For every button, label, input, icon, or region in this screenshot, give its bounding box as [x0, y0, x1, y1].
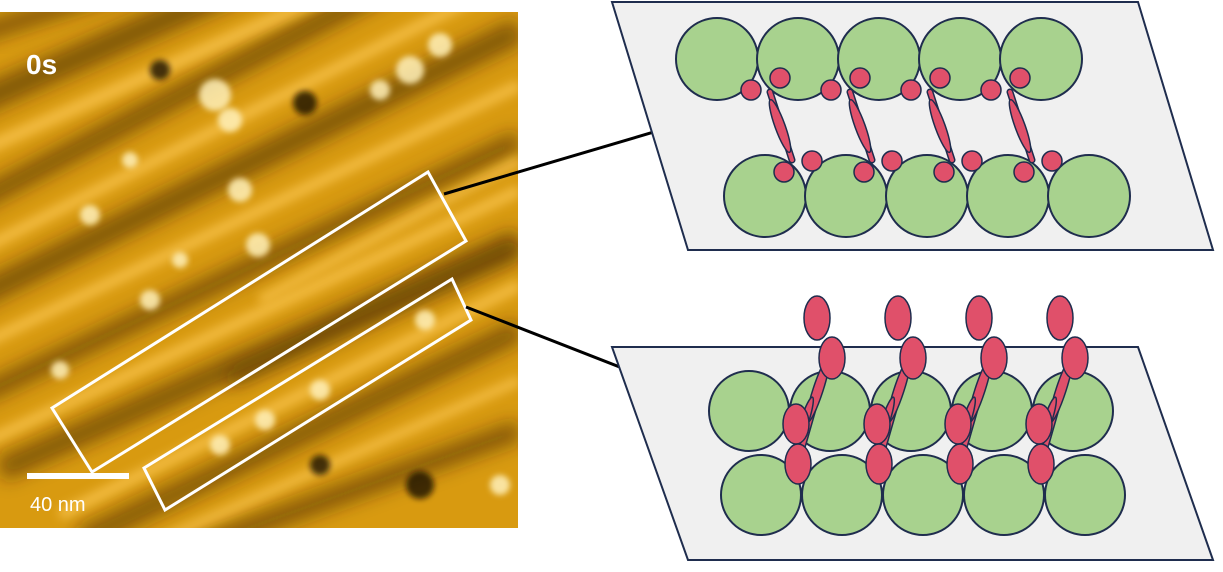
afm-box-lower: [142, 276, 473, 513]
afm-bright-spot: [396, 56, 424, 84]
molecule-head: [1013, 161, 1035, 183]
molecule-head: [773, 161, 795, 183]
afm-bright-spot: [370, 80, 390, 100]
afm-bright-spot: [255, 410, 275, 430]
molecule-head: [865, 443, 893, 485]
molecule-head: [933, 161, 955, 183]
molecule-head: [803, 295, 831, 341]
afm-dark-streak: [0, 130, 518, 397]
afm-dark-streak: [0, 12, 364, 202]
molecule-standing: [782, 295, 846, 485]
molecule-body: [1008, 98, 1032, 154]
molecules-lying: [740, 67, 1063, 183]
molecule-head: [818, 336, 846, 380]
afm-bright-spot: [210, 435, 230, 455]
molecule-lying: [820, 67, 903, 183]
afm-bright-spot: [172, 252, 188, 268]
molecule-head: [863, 403, 891, 445]
connector-line-top: [443, 119, 692, 196]
substrate-sphere: [1044, 454, 1126, 536]
molecule-head: [1009, 67, 1031, 89]
molecule-standing: [944, 295, 1008, 485]
molecule-lying: [980, 67, 1063, 183]
afm-dark-pit: [310, 455, 330, 475]
afm-bright-spot: [490, 475, 510, 495]
molecule-head: [1046, 295, 1074, 341]
afm-bright-spot: [140, 290, 160, 310]
afm-bright-spot: [122, 152, 138, 168]
afm-box-upper: [49, 169, 469, 475]
molecule-head: [946, 443, 974, 485]
molecule-head: [853, 161, 875, 183]
molecule-head: [929, 67, 951, 89]
molecule-head: [801, 150, 823, 172]
schematic-lying-panel: [610, 0, 1215, 251]
molecule-head: [899, 336, 927, 380]
substrate-sphere: [999, 17, 1083, 101]
molecules-standing: [782, 295, 1089, 485]
molecule-head: [884, 295, 912, 341]
substrate-sphere: [708, 370, 790, 452]
afm-bright-spot: [246, 233, 270, 257]
molecule-lying: [900, 67, 983, 183]
afm-bright-ridge: [0, 12, 460, 247]
molecule-head: [944, 403, 972, 445]
afm-bright-spot: [310, 380, 330, 400]
molecule-head: [900, 79, 922, 101]
time-label: 0s: [26, 49, 57, 80]
afm-dark-pit: [293, 91, 317, 115]
molecule-head: [881, 150, 903, 172]
afm-bright-spot: [218, 108, 242, 132]
afm-bright-spot: [80, 205, 100, 225]
molecule-head: [961, 150, 983, 172]
molecule-head: [1061, 336, 1089, 380]
scale-bar: [27, 473, 129, 479]
molecule-standing: [1025, 295, 1089, 485]
schematic-standing-panel: [610, 295, 1215, 561]
afm-dark-streak: [0, 229, 518, 481]
afm-bright-ridge: [57, 279, 518, 521]
molecule-head: [1041, 150, 1063, 172]
molecule-head: [1027, 443, 1055, 485]
molecule-standing: [863, 295, 927, 485]
molecule-body: [848, 98, 872, 154]
afm-dark-streak: [219, 420, 518, 528]
molecule-body: [768, 98, 792, 154]
afm-bright-spot: [199, 79, 231, 111]
molecule-head: [980, 336, 1008, 380]
afm-bright-ridge: [175, 375, 518, 528]
afm-dark-pit: [406, 471, 434, 499]
molecule-head: [980, 79, 1002, 101]
molecule-head: [782, 403, 810, 445]
molecule-head: [965, 295, 993, 341]
afm-dark-pit: [150, 60, 170, 80]
afm-bright-spot: [428, 33, 452, 57]
afm-bright-spot: [228, 178, 252, 202]
afm-dark-streak: [0, 12, 217, 108]
afm-dark-streak: [0, 18, 518, 300]
molecule-head: [849, 67, 871, 89]
afm-bright-spot: [415, 310, 435, 330]
molecule-head: [820, 79, 842, 101]
scale-bar-label: 40 nm: [30, 494, 86, 516]
afm-bright-spot: [51, 361, 69, 379]
afm-highlight-boxes: [49, 169, 473, 513]
afm-bright-ridge: [0, 184, 518, 442]
afm-image: 0s 40 nm: [0, 12, 518, 528]
molecule-body: [928, 98, 952, 154]
afm-dark-streak: [79, 320, 518, 528]
molecule-head: [769, 67, 791, 89]
molecule-lying: [740, 67, 823, 183]
molecule-head: [1025, 403, 1053, 445]
sphere-rows: [708, 370, 1126, 536]
substrate-sphere: [723, 154, 807, 238]
molecule-head: [740, 79, 762, 101]
substrate-sphere: [1047, 154, 1131, 238]
afm-bright-ridge: [0, 79, 518, 343]
molecule-head: [784, 443, 812, 485]
afm-texture: [0, 12, 518, 528]
